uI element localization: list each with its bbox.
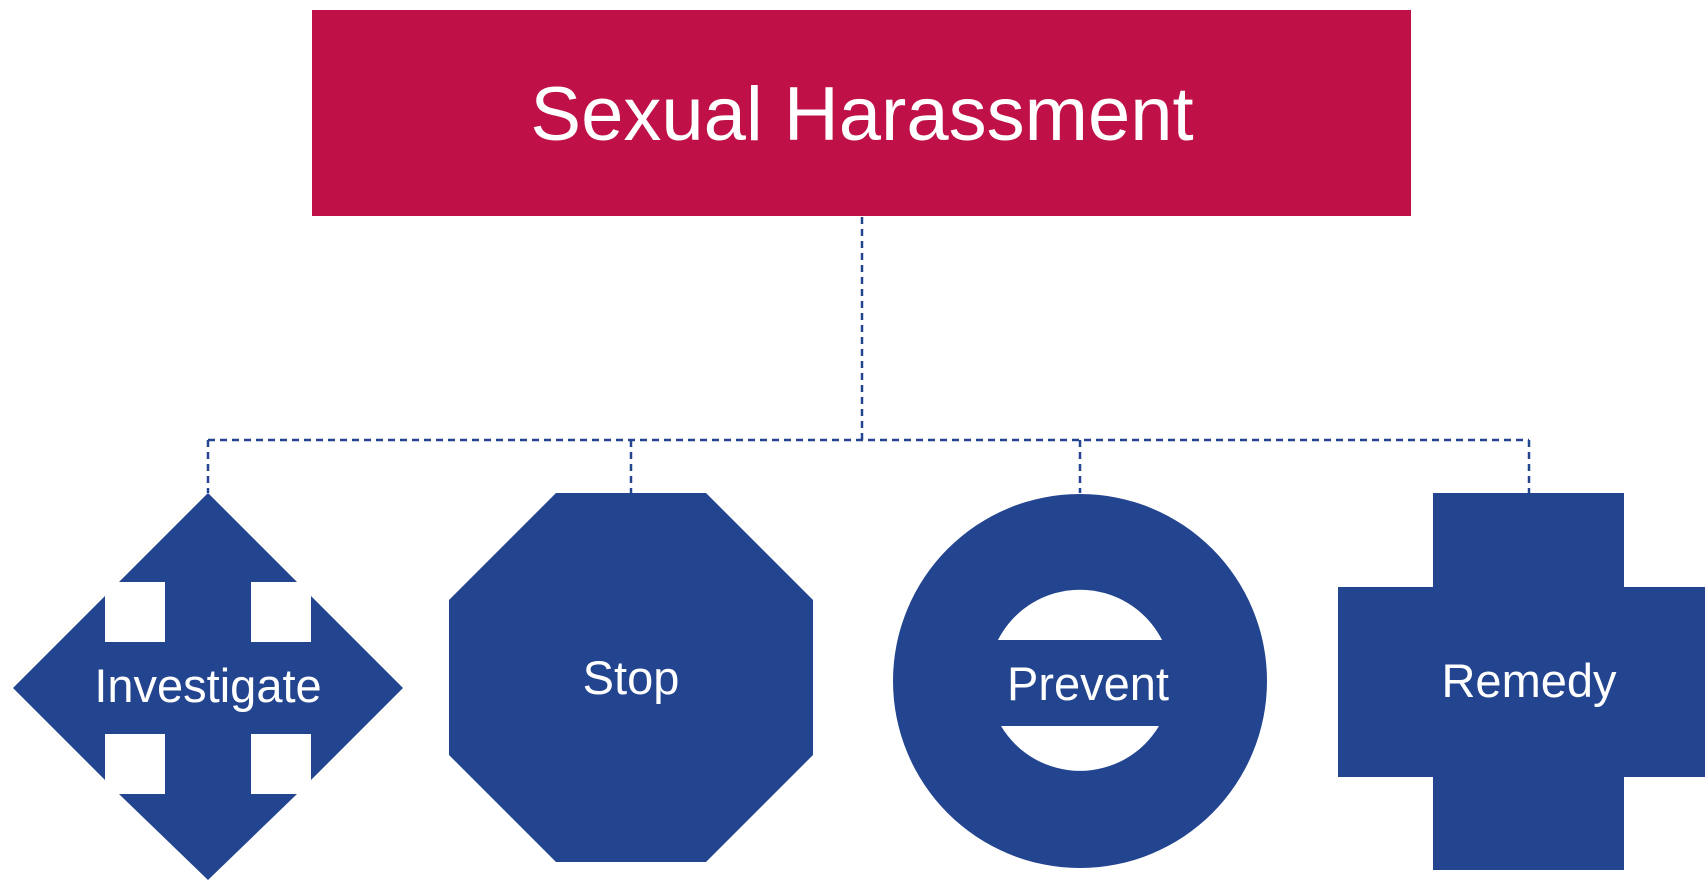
title-label: Sexual Harassment <box>530 72 1193 157</box>
no-entry-lower-cutout <box>1001 726 1159 771</box>
node-label-prevent: Prevent <box>1007 657 1169 710</box>
title-box: Sexual Harassment <box>312 10 1411 216</box>
connectors <box>206 217 1531 493</box>
four-way-arrow-icon <box>13 493 403 880</box>
node-label-investigate: Investigate <box>94 659 321 712</box>
node-label-remedy: Remedy <box>1441 654 1617 707</box>
node-investigate: Investigate <box>13 493 403 880</box>
no-entry-upper-cutout <box>998 589 1162 640</box>
node-stop: Stop <box>449 493 813 862</box>
no-entry-icon <box>893 494 1267 868</box>
node-remedy: Remedy <box>1338 493 1705 870</box>
node-label-stop: Stop <box>583 651 680 704</box>
title-box-background <box>312 10 1411 216</box>
octagon-icon <box>449 493 813 862</box>
node-prevent: Prevent <box>893 494 1267 868</box>
plus-cross-icon <box>1338 493 1705 870</box>
